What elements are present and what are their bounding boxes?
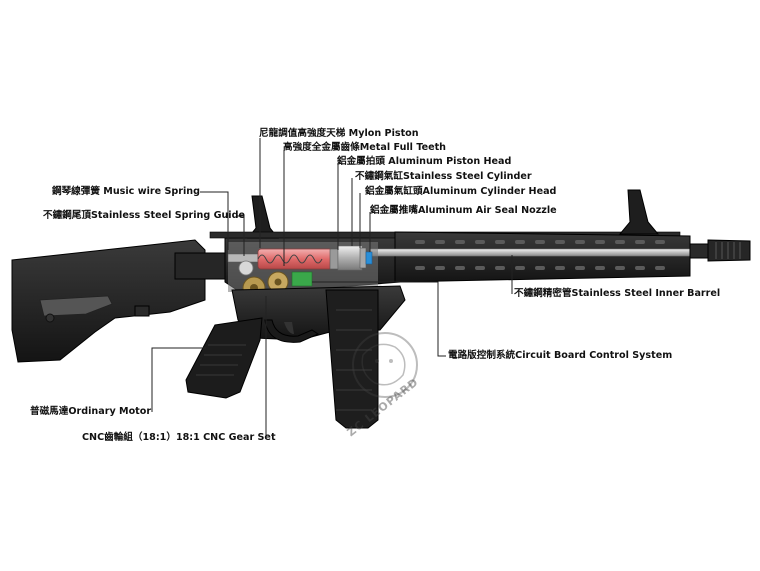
outer-barrel <box>689 243 711 259</box>
cylinder-head <box>359 247 367 269</box>
spring-guide <box>227 253 259 263</box>
handguard-slots <box>415 240 665 270</box>
stock-cutout <box>39 295 113 317</box>
leader-lines <box>151 138 513 438</box>
music-wire-spring <box>257 254 323 264</box>
front-sight <box>618 189 660 235</box>
label-spring-guide: 不鏽鋼尾頂Stainless Steel Spring Guide <box>43 210 245 221</box>
inner-barrel <box>369 248 693 257</box>
label-aluminum-piston-head: 鋁金屬拍頭 Aluminum Piston Head <box>337 156 512 167</box>
stock-bolt <box>45 313 55 323</box>
sling-loop <box>134 305 150 317</box>
label-inner-barrel: 不鏽鋼精密管Stainless Steel Inner Barrel <box>514 288 721 299</box>
label-circuit-board: 電路版控制系統Circuit Board Control System <box>448 350 673 361</box>
pistol-grip <box>185 317 263 399</box>
label-ordinary-motor: 普磁馬達Ordinary Motor <box>30 406 152 417</box>
cylinder <box>337 245 363 271</box>
label-music-wire-spring: 鋼琴線彈簧 Music wire Spring <box>52 186 200 197</box>
label-metal-full-teeth: 高強度全金屬齒條Metal Full Teeth <box>283 142 447 153</box>
label-gear-set: CNC齒輪組（18:1）18:1 CNC Gear Set <box>82 432 276 443</box>
piston-head <box>329 248 339 270</box>
flash-hider <box>707 239 751 262</box>
circuit-board <box>291 271 313 287</box>
label-mylon-piston: 尼龍調值高強度天梯 Mylon Piston <box>259 128 419 139</box>
label-aluminum-nozzle: 鋁金屬推嘴Aluminum Air Seal Nozzle <box>370 205 557 216</box>
rear-sight <box>246 195 280 239</box>
trigger-guard <box>264 319 320 343</box>
watermark-logo <box>352 332 418 398</box>
magazine <box>325 289 379 429</box>
air-seal-nozzle <box>365 251 373 265</box>
handguard <box>394 231 691 283</box>
label-stainless-cylinder: 不鏽鋼氣缸Stainless Steel Cylinder <box>355 171 532 182</box>
label-aluminum-cylinder-head: 鋁金屬氣缸頭Aluminum Cylinder Head <box>365 186 557 197</box>
trigger <box>284 322 294 334</box>
